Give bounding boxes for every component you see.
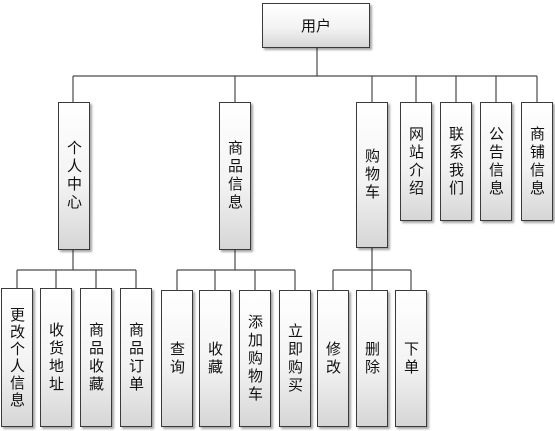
node-label: 购物车 [363, 148, 381, 202]
node-label: 收藏 [206, 340, 224, 377]
node-product-orders: 商品订单 [120, 288, 152, 427]
node-label: 查询 [168, 340, 186, 377]
node-modify: 修改 [317, 290, 349, 427]
node-delete: 删除 [356, 290, 388, 427]
node-label: 下单 [402, 340, 420, 377]
node-label: 立即购买 [286, 322, 304, 395]
node-shipping-address: 收货地址 [40, 288, 72, 427]
node-label: 商品订单 [127, 321, 145, 394]
node-product-favorites: 商品收藏 [80, 288, 112, 427]
node-label: 更改个人信息 [8, 306, 26, 409]
root-node-user: 用户 [262, 3, 370, 48]
node-label: 网站介绍 [407, 125, 425, 198]
node-label: 商铺信息 [528, 125, 546, 198]
node-add-to-cart: 添加购物车 [239, 290, 271, 427]
node-site-intro: 网站介绍 [400, 102, 432, 221]
node-personal-center: 个人中心 [58, 102, 90, 250]
root-label: 用户 [300, 17, 331, 35]
node-label: 联系我们 [447, 125, 465, 198]
node-product-info: 商品信息 [219, 102, 251, 250]
node-label: 添加购物车 [246, 313, 264, 404]
node-buy-now: 立即购买 [279, 290, 311, 427]
node-shopping-cart: 购物车 [356, 102, 388, 248]
node-contact-us: 联系我们 [440, 102, 472, 221]
node-label: 商品收藏 [87, 321, 105, 394]
node-label: 商品信息 [226, 140, 244, 212]
node-favorite: 收藏 [199, 290, 231, 427]
node-label: 修改 [324, 340, 342, 377]
node-label: 公告信息 [487, 125, 505, 198]
node-label: 删除 [363, 340, 381, 377]
node-announcements: 公告信息 [480, 102, 512, 221]
node-shop-info: 商铺信息 [521, 102, 553, 221]
node-search: 查询 [161, 290, 193, 427]
node-label: 收货地址 [47, 321, 65, 394]
node-place-order: 下单 [395, 290, 427, 427]
node-label: 个人中心 [65, 140, 83, 212]
node-edit-profile: 更改个人信息 [1, 288, 33, 427]
